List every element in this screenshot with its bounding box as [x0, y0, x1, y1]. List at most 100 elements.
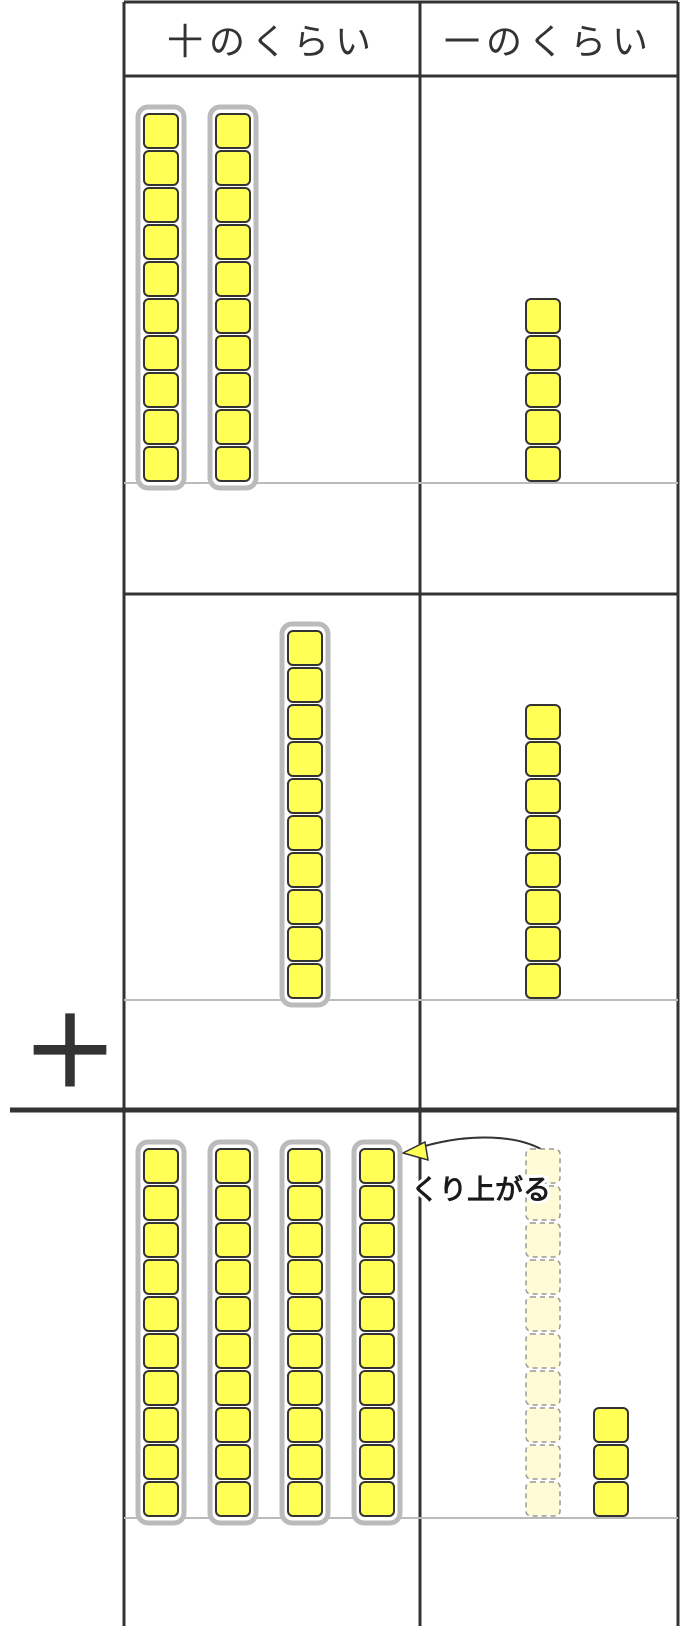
unit-cube	[216, 114, 250, 148]
unit-cube	[288, 742, 322, 776]
unit-cube	[216, 1149, 250, 1183]
unit-cube	[288, 631, 322, 665]
unit-cube	[526, 299, 560, 333]
unit-cube	[216, 299, 250, 333]
unit-cube	[526, 927, 560, 961]
unit-cube	[288, 927, 322, 961]
ghost-unit-cube	[526, 1297, 560, 1331]
unit-cube	[144, 1334, 178, 1368]
unit-cube	[288, 1260, 322, 1294]
unit-cube	[144, 1260, 178, 1294]
ghost-unit-cube	[526, 1260, 560, 1294]
ghost-unit-cube	[526, 1371, 560, 1405]
unit-cube	[288, 853, 322, 887]
unit-cube	[526, 890, 560, 924]
unit-cube	[526, 853, 560, 887]
unit-cube	[144, 1408, 178, 1442]
unit-cube	[288, 964, 322, 998]
unit-cube	[288, 1408, 322, 1442]
carry-arrow-curve	[418, 1137, 546, 1152]
unit-cube	[594, 1408, 628, 1442]
ghost-unit-cube	[526, 1334, 560, 1368]
unit-cube	[360, 1260, 394, 1294]
unit-cube	[216, 410, 250, 444]
unit-cube	[288, 890, 322, 924]
unit-cube	[360, 1482, 394, 1516]
unit-cube	[526, 705, 560, 739]
unit-cube	[216, 1297, 250, 1331]
unit-cube	[594, 1445, 628, 1479]
unit-cube	[216, 447, 250, 481]
unit-cube	[216, 373, 250, 407]
unit-cube	[144, 225, 178, 259]
unit-cube	[360, 1149, 394, 1183]
unit-cube	[526, 742, 560, 776]
unit-cube	[144, 1149, 178, 1183]
carry-label: くり上がる	[411, 1173, 551, 1206]
unit-cube	[144, 299, 178, 333]
unit-cube	[144, 1445, 178, 1479]
unit-cube	[216, 336, 250, 370]
unit-cube	[360, 1371, 394, 1405]
unit-cube	[288, 1371, 322, 1405]
unit-cube	[144, 336, 178, 370]
unit-cube	[216, 151, 250, 185]
unit-cube	[360, 1186, 394, 1220]
unit-cube	[360, 1408, 394, 1442]
blocks-layer	[138, 107, 628, 1523]
unit-cube	[216, 1334, 250, 1368]
unit-cube	[144, 151, 178, 185]
unit-cube	[216, 1445, 250, 1479]
unit-cube	[526, 779, 560, 813]
unit-cube	[216, 1186, 250, 1220]
unit-cube	[288, 1334, 322, 1368]
unit-cube	[288, 1445, 322, 1479]
tens-column-header: 十のくらい	[167, 22, 377, 63]
unit-cube	[288, 1482, 322, 1516]
unit-cube	[216, 1371, 250, 1405]
unit-cube	[288, 705, 322, 739]
unit-cube	[360, 1297, 394, 1331]
unit-cube	[144, 114, 178, 148]
plus-operator: ＋	[22, 997, 118, 1109]
unit-cube	[216, 225, 250, 259]
unit-cube	[144, 1223, 178, 1257]
unit-cube	[360, 1445, 394, 1479]
carry-arrow	[403, 1137, 546, 1160]
unit-cube	[216, 1223, 250, 1257]
unit-cube	[144, 373, 178, 407]
unit-cube	[144, 447, 178, 481]
unit-cube	[144, 1297, 178, 1331]
unit-cube	[216, 1482, 250, 1516]
unit-cube	[526, 447, 560, 481]
unit-cube	[144, 188, 178, 222]
unit-cube	[360, 1223, 394, 1257]
ghost-unit-cube	[526, 1408, 560, 1442]
unit-cube	[594, 1482, 628, 1516]
unit-cube	[288, 1186, 322, 1220]
unit-cube	[288, 1297, 322, 1331]
ghost-unit-cube	[526, 1445, 560, 1479]
unit-cube	[144, 410, 178, 444]
carry-arrow-head	[403, 1142, 428, 1160]
unit-cube	[288, 1149, 322, 1183]
unit-cube	[144, 1371, 178, 1405]
unit-cube	[144, 262, 178, 296]
ghost-unit-cube	[526, 1482, 560, 1516]
unit-cube	[526, 373, 560, 407]
unit-cube	[360, 1334, 394, 1368]
unit-cube	[216, 1408, 250, 1442]
unit-cube	[216, 1260, 250, 1294]
unit-cube	[144, 1482, 178, 1516]
unit-cube	[288, 668, 322, 702]
unit-cube	[526, 336, 560, 370]
unit-cube	[288, 816, 322, 850]
unit-cube	[216, 262, 250, 296]
ones-column-header: 一のくらい	[444, 22, 654, 63]
unit-cube	[526, 964, 560, 998]
unit-cube	[216, 188, 250, 222]
unit-cube	[526, 816, 560, 850]
unit-cube	[526, 410, 560, 444]
unit-cube	[144, 1186, 178, 1220]
